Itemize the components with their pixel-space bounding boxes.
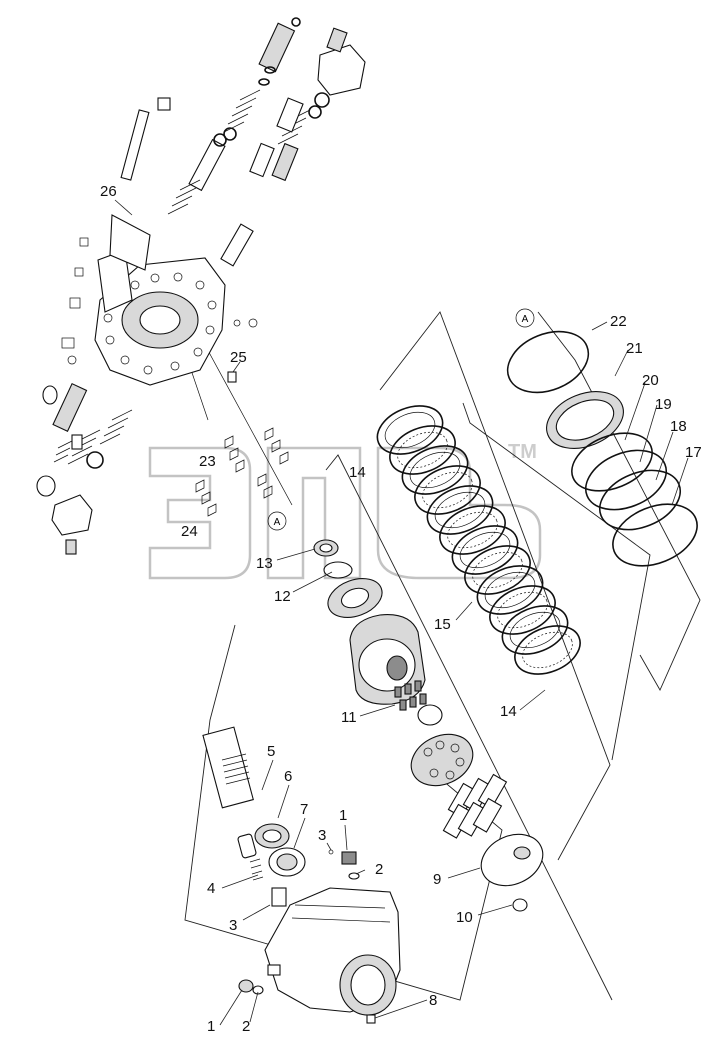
section-marker-label: A <box>522 314 529 325</box>
section-marker-a-upper: A <box>515 308 535 328</box>
brake-disc-inner <box>484 571 536 609</box>
callout-14-lower: 14 <box>500 703 517 720</box>
piston-cluster <box>442 773 508 839</box>
brake-disc-inner <box>509 611 561 649</box>
brake-disc-inner <box>409 451 461 489</box>
brake-disc-inner <box>397 431 448 469</box>
brake-disc <box>464 545 531 595</box>
brake-disc-inner <box>422 471 473 509</box>
leader-lines <box>114 199 689 1026</box>
callout-19: 19 <box>655 396 672 413</box>
callout-labels: 1 1 2 2 3 3 4 5 6 7 8 9 10 11 12 13 14 1… <box>100 183 702 1035</box>
brake-disc <box>489 585 556 635</box>
callout-15: 15 <box>434 616 451 633</box>
brake-disc <box>501 605 569 655</box>
callout-6: 6 <box>284 768 292 785</box>
carrier-assembly <box>313 539 544 912</box>
callout-1-upper: 1 <box>339 807 347 824</box>
callout-12: 12 <box>274 588 291 605</box>
callout-11: 11 <box>341 709 357 726</box>
housing-and-shaft <box>202 726 401 1024</box>
callout-8: 8 <box>429 992 437 1009</box>
brake-disc <box>439 505 506 555</box>
callout-25: 25 <box>230 349 247 366</box>
brake-disc-inner <box>434 491 486 529</box>
callout-4: 4 <box>207 880 215 897</box>
section-marker-a-lower: A <box>267 511 287 531</box>
callout-26: 26 <box>100 183 117 200</box>
brake-disc <box>476 565 544 615</box>
brake-disc-inner <box>384 411 436 449</box>
callout-3-lower: 3 <box>229 917 237 934</box>
brake-disc <box>414 465 481 515</box>
callout-24: 24 <box>181 523 198 540</box>
callout-17: 17 <box>685 444 702 461</box>
brake-disc-inner <box>522 631 573 669</box>
callout-2-lower: 2 <box>242 1018 250 1035</box>
brake-disc-inner <box>447 511 498 549</box>
watermark-trademark: TM <box>508 441 537 463</box>
brake-disc-stack <box>376 405 581 675</box>
section-marker-label: A <box>274 517 281 528</box>
callout-23: 23 <box>199 453 216 470</box>
callout-13: 13 <box>256 555 273 572</box>
callout-2-upper: 2 <box>375 861 383 878</box>
callout-20: 20 <box>642 372 659 389</box>
brake-disc <box>451 525 519 575</box>
brake-disc-inner <box>497 591 548 629</box>
callout-9: 9 <box>433 871 441 888</box>
brake-disc-inner <box>472 551 523 589</box>
callout-7: 7 <box>300 801 308 818</box>
spring-set-23 <box>224 427 289 499</box>
brake-disc <box>426 485 494 535</box>
callout-1-lower: 1 <box>207 1018 215 1035</box>
brake-disc <box>401 445 469 495</box>
callout-22: 22 <box>610 313 627 330</box>
callout-21: 21 <box>626 340 643 357</box>
snap-ring-set <box>506 330 698 567</box>
valve-block-assembly <box>36 17 366 555</box>
brake-disc <box>389 425 456 475</box>
brake-disc <box>376 405 444 455</box>
spring-set-24 <box>195 479 217 517</box>
brake-disc-inner <box>459 531 511 569</box>
callout-14-upper: 14 <box>349 464 366 481</box>
callout-3-upper: 3 <box>318 827 326 844</box>
callout-18: 18 <box>670 418 687 435</box>
brake-disc <box>514 625 581 675</box>
callout-10: 10 <box>456 909 473 926</box>
callout-5: 5 <box>267 743 275 760</box>
